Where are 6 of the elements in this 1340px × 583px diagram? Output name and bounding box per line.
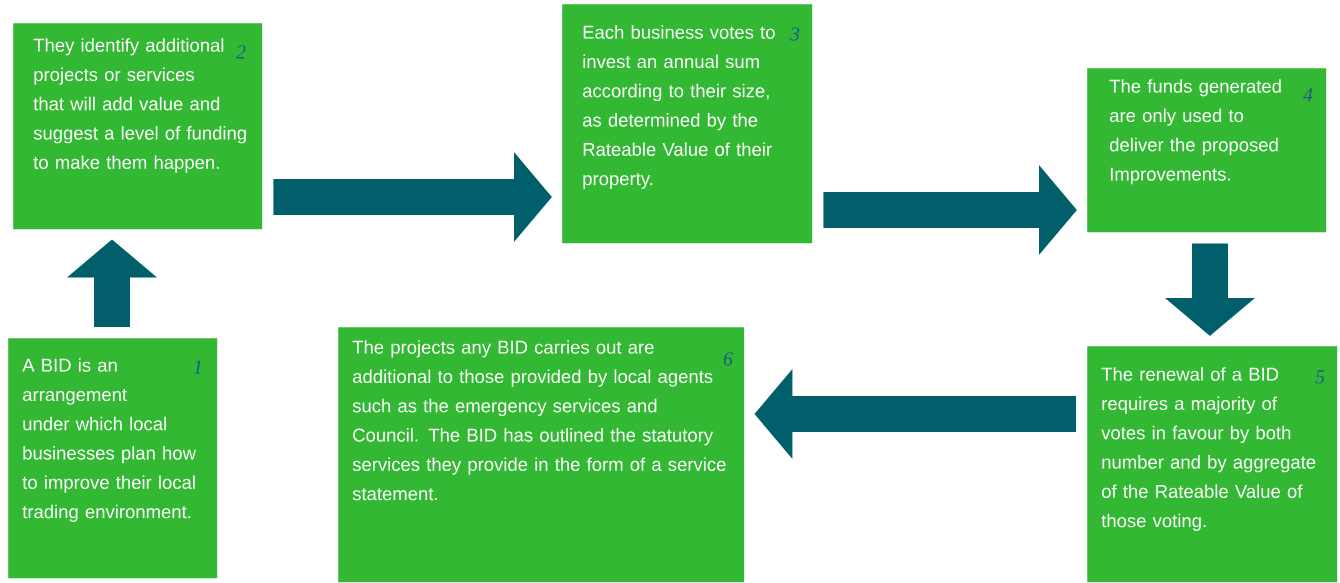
step-number: 3 (790, 27, 800, 41)
step-number: 5 (1315, 370, 1325, 384)
step-number: 4 (1303, 88, 1313, 102)
step-number: 1 (193, 360, 201, 374)
step-number: 2 (236, 45, 246, 59)
step-number: 6 (723, 352, 733, 366)
